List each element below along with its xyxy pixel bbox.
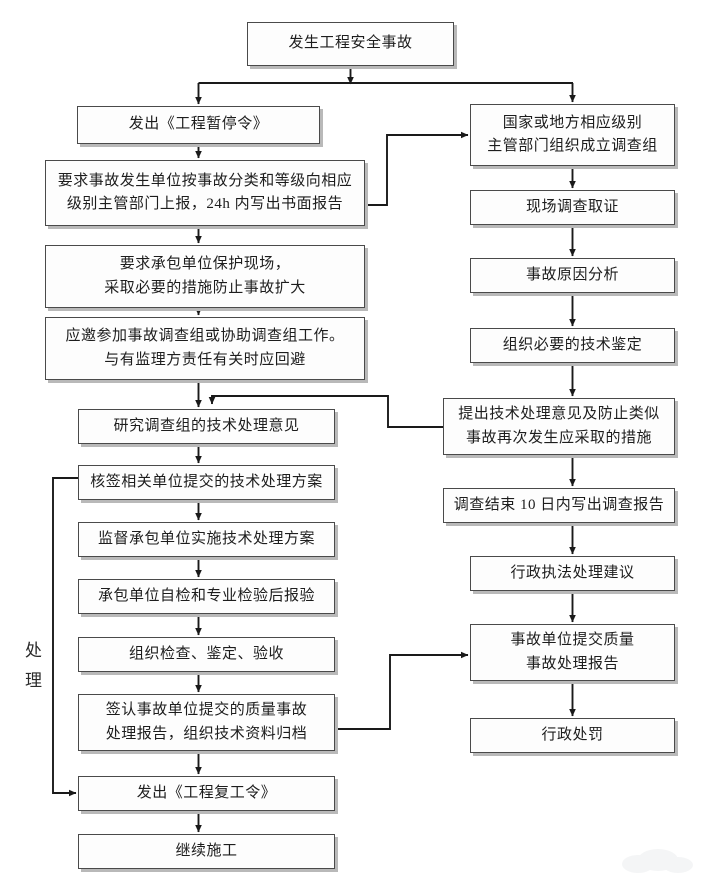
flow-node-label: 继续施工 xyxy=(175,842,238,859)
flow-node-r6[interactable]: 调查结束 10 日内写出调查报告 xyxy=(443,488,675,523)
edge-r5-n6 xyxy=(208,395,443,428)
flow-node-label: 组织检查、鉴定、验收 xyxy=(128,645,284,662)
process-side-label: 处理 xyxy=(25,641,43,690)
flow-node-n2[interactable]: 发出《工程暂停令》 xyxy=(77,106,320,144)
flow-node-n6[interactable]: 研究调查组的技术处理意见 xyxy=(78,409,335,444)
flow-node-n3[interactable]: 要求事故发生单位按事故分类和等级向相应 级别主管部门上报，24h 内写出书面报告 xyxy=(45,160,365,226)
flow-node-r7[interactable]: 行政执法处理建议 xyxy=(470,556,675,591)
flow-node-n5[interactable]: 应邀参加事故调查组或协助调查组工作。 与有监理方责任有关时应回避 xyxy=(45,317,365,380)
edge-n3-r1 xyxy=(365,131,469,206)
flow-node-n13[interactable]: 继续施工 xyxy=(78,834,335,869)
flow-node-r3[interactable]: 事故原因分析 xyxy=(470,258,675,293)
flow-node-label: 承包单位自检和专业检验后报验 xyxy=(97,587,315,604)
flow-node-label: 事故原因分析 xyxy=(525,266,619,283)
edge-n11-r8 xyxy=(335,651,469,730)
flow-node-label: 事故单位提交质量 事故处理报告 xyxy=(510,632,635,672)
flow-node-label: 要求承包单位保护现场， 采取必要的措施防止事故扩大 xyxy=(104,256,306,296)
flow-node-label: 监督承包单位实施技术处理方案 xyxy=(97,530,315,547)
flow-node-label: 行政处罚 xyxy=(541,726,604,743)
flow-node-n1[interactable]: 发生工程安全事故 xyxy=(247,22,454,66)
flow-node-n11[interactable]: 签认事故单位提交的质量事故 处理报告，组织技术资料归档 xyxy=(78,694,335,751)
flow-node-label: 行政执法处理建议 xyxy=(510,564,635,581)
flow-node-r1[interactable]: 国家或地方相应级别 主管部门组织成立调查组 xyxy=(470,104,675,166)
flow-node-n7[interactable]: 核签相关单位提交的技术处理方案 xyxy=(78,465,335,500)
flow-node-r4[interactable]: 组织必要的技术鉴定 xyxy=(470,328,675,363)
flow-node-n4[interactable]: 要求承包单位保护现场， 采取必要的措施防止事故扩大 xyxy=(45,245,365,308)
watermark xyxy=(622,849,693,873)
flow-node-label: 核签相关单位提交的技术处理方案 xyxy=(90,473,323,490)
flow-node-label: 应邀参加事故调查组或协助调查组工作。 与有监理方责任有关时应回避 xyxy=(65,328,345,368)
flow-node-r2[interactable]: 现场调查取证 xyxy=(470,190,675,225)
flow-node-label: 组织必要的技术鉴定 xyxy=(502,336,643,353)
flow-node-label: 发生工程安全事故 xyxy=(288,35,413,52)
edge-n7-n12-loop xyxy=(52,477,78,797)
flow-node-label: 现场调查取证 xyxy=(525,198,619,215)
flow-node-r5[interactable]: 提出技术处理意见及防止类似 事故再次发生应采取的措施 xyxy=(443,398,675,455)
flow-node-n9[interactable]: 承包单位自检和专业检验后报验 xyxy=(78,579,335,614)
flow-node-label: 国家或地方相应级别 主管部门组织成立调查组 xyxy=(487,114,658,154)
flow-node-label: 调查结束 10 日内写出调查报告 xyxy=(453,496,665,513)
flow-node-n10[interactable]: 组织检查、鉴定、验收 xyxy=(78,637,335,672)
flow-node-label: 要求事故发生单位按事故分类和等级向相应 级别主管部门上报，24h 内写出书面报告 xyxy=(57,172,353,212)
flow-node-r8[interactable]: 事故单位提交质量 事故处理报告 xyxy=(470,624,675,681)
flow-node-n12[interactable]: 发出《工程复工令》 xyxy=(78,776,335,811)
flow-node-label: 发出《工程暂停令》 xyxy=(128,116,269,133)
flow-node-label: 研究调查组的技术处理意见 xyxy=(113,417,300,434)
flow-node-label: 签认事故单位提交的质量事故 处理报告，组织技术资料归档 xyxy=(105,702,308,742)
flow-node-n8[interactable]: 监督承包单位实施技术处理方案 xyxy=(78,522,335,557)
flow-node-r9[interactable]: 行政处罚 xyxy=(470,718,675,753)
flow-node-label: 提出技术处理意见及防止类似 事故再次发生应采取的措施 xyxy=(458,406,660,446)
flow-node-label: 发出《工程复工令》 xyxy=(136,784,277,801)
